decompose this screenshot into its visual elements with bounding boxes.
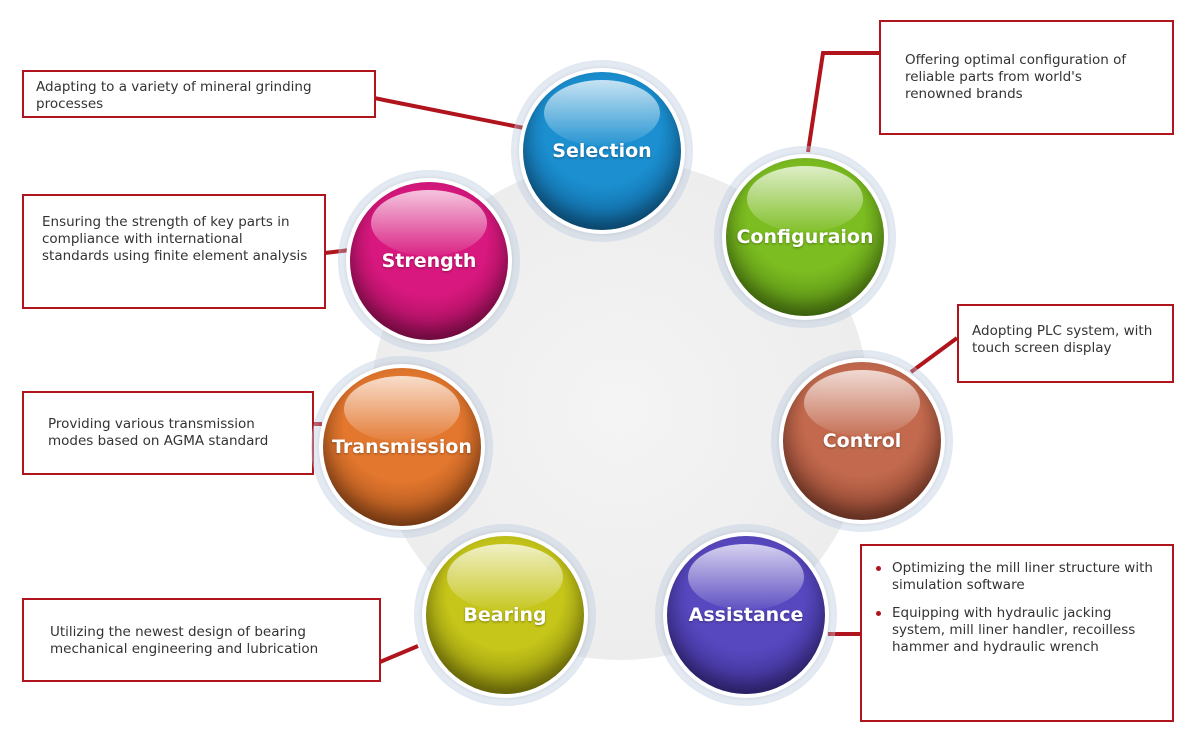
selection-description-box: Adapting to a variety of mineral grindin… <box>22 70 376 118</box>
transmission-description: Providing various transmission modes bas… <box>48 416 269 449</box>
node-label: Transmission <box>332 436 472 458</box>
bearing-description: Utilizing the newest design of bearing m… <box>50 624 319 657</box>
assistance-description-box: Optimizing the mill liner structure with… <box>860 544 1174 722</box>
configuration-description: Offering optimal configuration of reliab… <box>905 52 1127 102</box>
strength-description: Ensuring the strength of key parts in co… <box>42 214 308 264</box>
strength-description-box: Ensuring the strength of key parts in co… <box>22 194 326 309</box>
transmission-description-box: Providing various transmission modes bas… <box>22 391 314 475</box>
connector-bearing <box>379 644 419 664</box>
node-label: Control <box>822 430 902 452</box>
control-description-box: Adopting PLC system, with touch screen d… <box>957 304 1174 383</box>
selection-description: Adapting to a variety of mineral grindin… <box>36 79 312 112</box>
node-control: Control <box>771 350 953 532</box>
assistance-points: Optimizing the mill liner structure with… <box>876 560 1158 656</box>
connector-control <box>909 336 959 374</box>
connector-configuration <box>806 51 880 153</box>
node-label: Assistance <box>688 604 804 626</box>
node-transmission: Transmission <box>311 356 493 538</box>
assistance-point: Optimizing the mill liner structure with… <box>876 560 1158 594</box>
node-bearing: Bearing <box>414 524 596 706</box>
configuration-description-box: Offering optimal configuration of reliab… <box>879 20 1174 135</box>
node-strength: Strength <box>338 170 520 352</box>
node-label: Configuraion <box>736 226 874 248</box>
control-description: Adopting PLC system, with touch screen d… <box>972 323 1153 356</box>
node-label: Selection <box>552 140 652 162</box>
node-configuration: Configuraion <box>714 146 896 328</box>
node-selection: Selection <box>511 60 693 242</box>
node-label: Strength <box>381 250 477 272</box>
node-assistance: Assistance <box>655 524 837 706</box>
connector-selection <box>372 93 525 130</box>
bearing-description-box: Utilizing the newest design of bearing m… <box>22 598 381 682</box>
assistance-point: Equipping with hydraulic jacking system,… <box>876 605 1158 656</box>
node-label: Bearing <box>463 604 547 626</box>
